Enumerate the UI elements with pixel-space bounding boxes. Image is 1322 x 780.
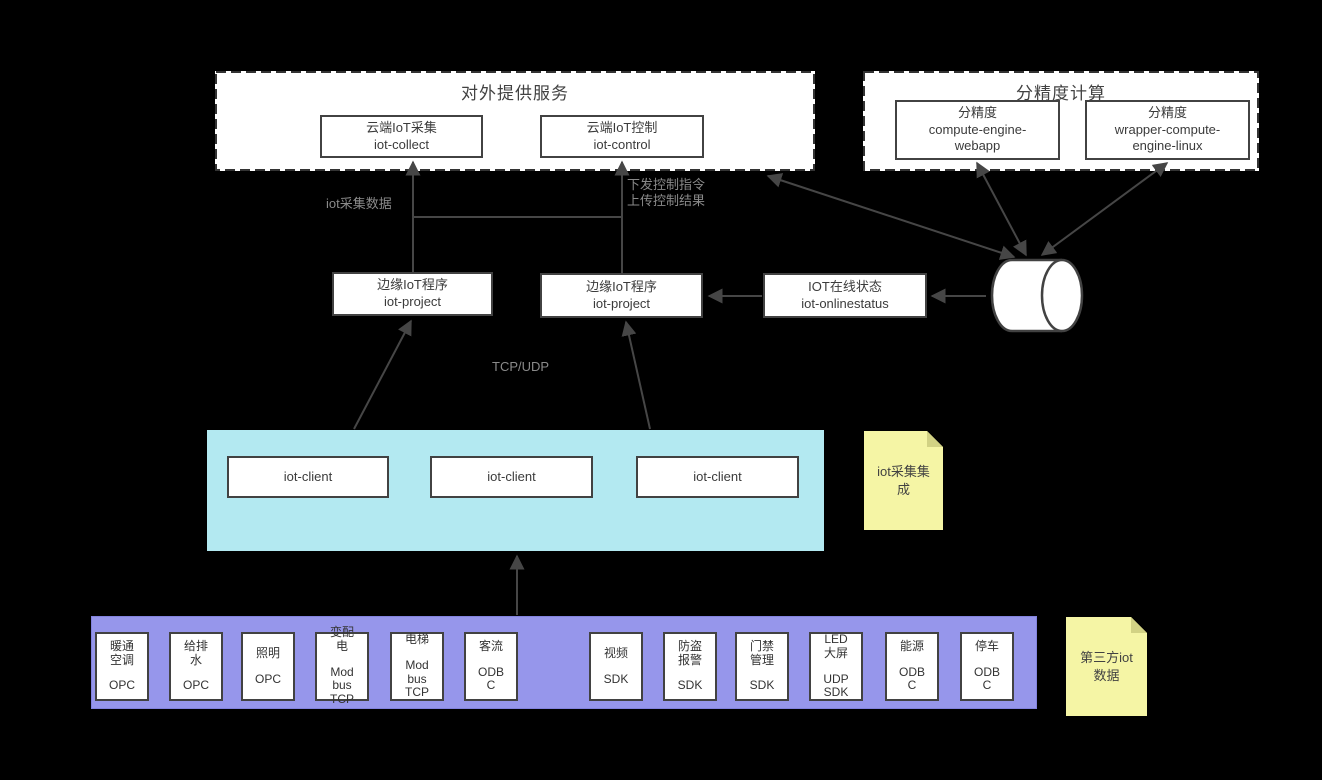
device-name: 电梯 <box>404 631 429 646</box>
iot-client-node: iot-client <box>636 456 799 498</box>
device-access-layer: 暖通 空调 OPC 给排 水 OPC 照明 OPC 变配 电 Mod bus T… <box>91 616 1037 709</box>
iot-client-cluster: iot-client iot-client iot-client <box>207 430 824 551</box>
hbase-label: Hbase <box>1006 288 1044 303</box>
cloud-iot-collect-node: 云端IoT采集 iot-collect <box>320 115 483 158</box>
connector-cluster-to-edge-left <box>353 319 412 430</box>
device-box-parking: 停车 ODB C <box>960 632 1014 701</box>
node-id: wrapper-compute- engine-linux <box>1114 121 1221 154</box>
device-protocol: ODB C <box>898 664 925 693</box>
iot-client-node: iot-client <box>430 456 593 498</box>
device-name: 视频 <box>603 645 628 660</box>
device-box-access-control: 门禁 管理 SDK <box>735 632 789 701</box>
node-id: iot-collect <box>374 136 429 152</box>
node-id: compute-engine- webapp <box>928 121 1027 154</box>
device-name: 能源 <box>899 638 924 653</box>
note-third-party-iot-data: 第三方iot 数据 <box>1066 617 1147 716</box>
device-protocol: SDK <box>603 671 629 686</box>
device-protocol: ODB C <box>477 664 504 693</box>
compute-engine-webapp-node: 分精度 compute-engine- webapp <box>895 100 1060 160</box>
device-protocol: Mod bus TCP <box>405 657 429 700</box>
device-box-passenger-flow: 客流 ODB C <box>464 632 518 701</box>
connector-hbase-to-webapp <box>976 161 1027 257</box>
device-protocol: OPC <box>254 671 281 686</box>
node-name: 分精度 <box>1147 104 1187 120</box>
node-name: 分精度 <box>957 104 997 120</box>
device-protocol: OPC <box>108 678 135 693</box>
connector-hbase-to-linux <box>1040 162 1169 256</box>
device-name: 暖通 空调 <box>109 638 134 667</box>
label-tcp-udp: TCP/UDP <box>492 359 550 374</box>
node-name: 云端IoT控制 <box>586 119 658 135</box>
external-services-title: 对外提供服务 <box>461 84 569 103</box>
node-id: iot-control <box>593 136 651 152</box>
device-name: 给排 水 <box>183 638 208 667</box>
device-name: LED 大屏 <box>823 631 848 660</box>
node-id: iot-project <box>592 295 651 311</box>
device-box-video: 视频 SDK <box>589 632 643 701</box>
cloud-iot-control-node: 云端IoT控制 iot-control <box>540 115 704 158</box>
note-iot-collect-integration: iot采集集 成 <box>864 431 943 530</box>
node-id: iot-project <box>383 294 442 309</box>
device-box-led-screen: LED 大屏 UDP SDK <box>809 632 863 701</box>
label-iot-collect-data: iot采集数据 <box>326 196 392 211</box>
connector-cluster-to-edge-right <box>621 320 651 430</box>
iot-client-node: iot-client <box>227 456 389 498</box>
node-name: 边缘IoT程序 <box>586 278 657 294</box>
node-name: 边缘IoT程序 <box>377 277 448 293</box>
device-protocol: UDP SDK <box>823 671 849 700</box>
node-id: iot-onlinestatus <box>801 295 889 311</box>
iot-onlinestatus-node: IOT在线状态 iot-onlinestatus <box>763 273 927 318</box>
device-protocol: SDK <box>677 678 703 693</box>
device-name: 门禁 管理 <box>749 638 774 667</box>
device-box-energy: 能源 ODB C <box>885 632 939 701</box>
device-box-hvac: 暖通 空调 OPC <box>95 632 149 701</box>
device-name: 客流 <box>478 638 503 653</box>
connector-hbase-to-external-services <box>766 173 1016 260</box>
edge-iot-project-right-node: 边缘IoT程序 iot-project <box>540 273 703 318</box>
label-control-commands: 下发控制指令 上传控制结果 <box>627 177 706 209</box>
device-name: 变配 电 <box>329 625 354 653</box>
note-fold-icon <box>927 431 943 447</box>
device-name: 照明 <box>255 645 280 660</box>
device-box-burglar-alarm: 防盗 报警 SDK <box>663 632 717 701</box>
device-name: 停车 <box>974 638 999 653</box>
device-box-elevator: 电梯 Mod bus TCP <box>390 632 444 701</box>
device-box-lighting: 照明 OPC <box>241 632 295 701</box>
node-name: IOT在线状态 <box>808 278 882 294</box>
device-name: 防盗 报警 <box>677 638 702 667</box>
device-protocol: OPC <box>182 678 209 693</box>
note-fold-icon <box>1131 617 1147 633</box>
device-protocol: ODB C <box>973 664 1000 693</box>
device-protocol: SDK <box>749 678 775 693</box>
wrapper-compute-engine-linux-node: 分精度 wrapper-compute- engine-linux <box>1085 100 1250 160</box>
device-protocol: Mod bus TCP <box>330 664 354 707</box>
device-box-power: 变配 电 Mod bus TCP <box>315 625 369 706</box>
edge-iot-project-left-node: 边缘IoT程序 iot-project <box>332 272 493 316</box>
external-services-group: 对外提供服务 <box>215 71 815 171</box>
device-box-water: 给排 水 OPC <box>169 632 223 701</box>
node-name: 云端IoT采集 <box>366 119 437 135</box>
